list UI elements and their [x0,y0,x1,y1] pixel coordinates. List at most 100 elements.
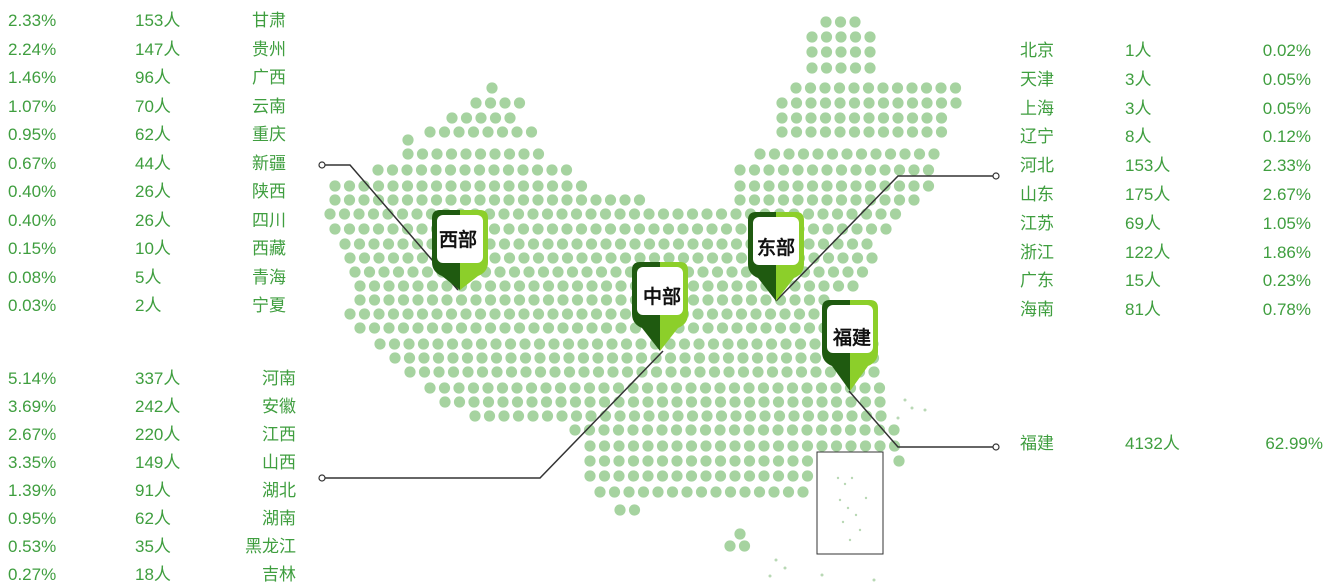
map-dot [461,338,473,350]
map-dot [772,424,784,436]
map-dot [787,470,799,482]
map-dot [397,280,410,292]
map-dot [633,223,646,235]
map-dot [613,455,625,467]
map-dot [671,396,683,408]
map-dot [557,294,569,306]
map-dot [575,180,588,192]
map-dot [846,208,858,220]
map-dot [779,308,791,320]
west-row-name: 贵州 [252,39,286,59]
map-dot [805,97,817,109]
map-dot [517,194,530,206]
map-dot [468,396,480,408]
map-dot [566,266,579,278]
map-dot [604,194,617,206]
east-row-count: 81人 [1125,300,1161,320]
east-row-name: 浙江 [1020,242,1054,262]
map-dot [772,455,785,467]
map-dot [503,308,516,320]
map-dot [818,280,830,292]
map-dot [739,486,751,498]
map-dot [627,470,640,482]
map-dot [848,82,860,94]
map-dot [677,223,689,235]
fujian-row-count: 4132人 [1125,434,1180,453]
map-dot [822,223,834,235]
map-dot [812,148,824,160]
west-row-name: 青海 [252,267,286,287]
map-dot [672,410,684,422]
map-dot [402,252,414,264]
map-dot [430,180,443,192]
central-row-pct: 0.53% [8,537,57,556]
map-dot [787,440,799,452]
central-row-pct: 1.39% [8,481,57,500]
west-row-pct: 0.95% [8,125,57,144]
map-dot [511,126,523,138]
map-dot [619,252,632,264]
map-dot [710,486,722,498]
map-dot [757,424,770,436]
map-dot [692,308,704,320]
map-dot [656,440,669,452]
map-dot [860,208,873,220]
map-dot [511,382,523,394]
map-dot [835,194,848,206]
map-dot [643,410,655,422]
map-dot [748,164,761,176]
map-dot [483,410,496,422]
map-dot [373,308,385,320]
map-dot [488,180,501,192]
map-dot [532,180,544,192]
map-dot [600,294,613,306]
map-dot [397,322,410,334]
map-dot [866,252,878,264]
map-dot [387,308,400,320]
map-dot [766,352,778,364]
map-dot [430,164,442,176]
map-dot [804,82,817,94]
map-dot [751,352,764,364]
map-dot [819,112,832,124]
map-dot [864,180,877,192]
west-row-pct: 1.46% [8,68,57,87]
map-dot [700,455,712,467]
map-dot [797,148,810,160]
map-dot [759,410,771,422]
map-dot [790,112,803,124]
west-row-pct: 0.40% [8,182,57,201]
map-dot [819,97,832,109]
map-dot [475,112,487,124]
map-dot [723,366,735,378]
map-dot [820,62,833,74]
map-dot [822,252,835,264]
map-dot [424,382,436,394]
map-dot [780,338,792,350]
map-dot [528,294,540,306]
map-dot [548,338,560,350]
east-row-count: 175人 [1125,185,1171,204]
map-dot [528,322,540,334]
map-dot [679,352,691,364]
map-dot [864,194,877,206]
map-dot [729,455,741,467]
map-dot [795,366,808,378]
map-dot [499,280,511,292]
map-dot [803,294,816,306]
west-row-count: 44人 [135,153,171,173]
map-pin-west [432,210,488,290]
map-dots [324,16,962,552]
map-dot [920,82,933,94]
east-row-name: 上海 [1020,98,1054,118]
map-dot [527,238,540,250]
map-dot [884,148,897,160]
map-dot [801,455,814,467]
map-dot [908,194,920,206]
map-dot [586,294,598,306]
map-dot [821,164,833,176]
map-dot [418,352,430,364]
map-dot [488,223,501,235]
map-dot [486,82,498,94]
map-dot [803,322,816,334]
